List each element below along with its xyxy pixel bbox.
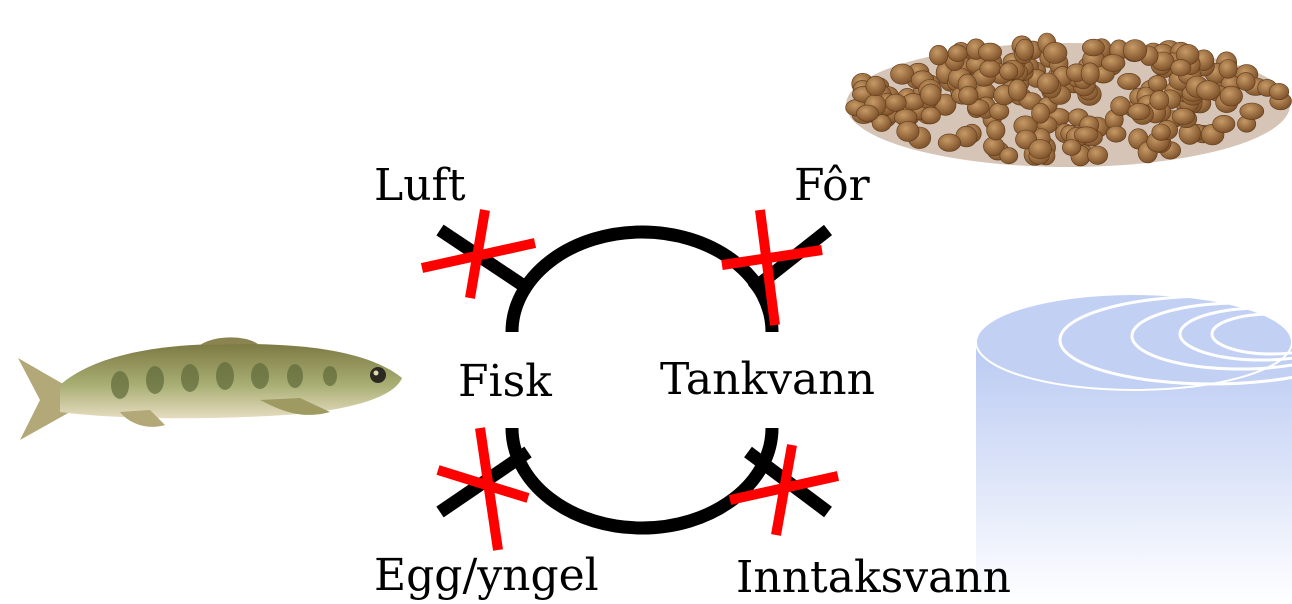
label-inntaksvann: Inntaksvann (736, 552, 1011, 603)
lower-arc (512, 428, 772, 528)
label-for: Fôr (794, 160, 871, 211)
cross-for (722, 210, 822, 325)
label-fisk: Fisk (458, 356, 552, 407)
label-tankvann: Tankvann (660, 354, 875, 405)
label-egg: Egg/yngel (374, 550, 599, 601)
feed-pellets-image (846, 33, 1292, 167)
tank-image (976, 294, 1292, 604)
fish-image (18, 337, 402, 440)
upper-arc (512, 232, 772, 332)
label-luft: Luft (374, 160, 466, 211)
